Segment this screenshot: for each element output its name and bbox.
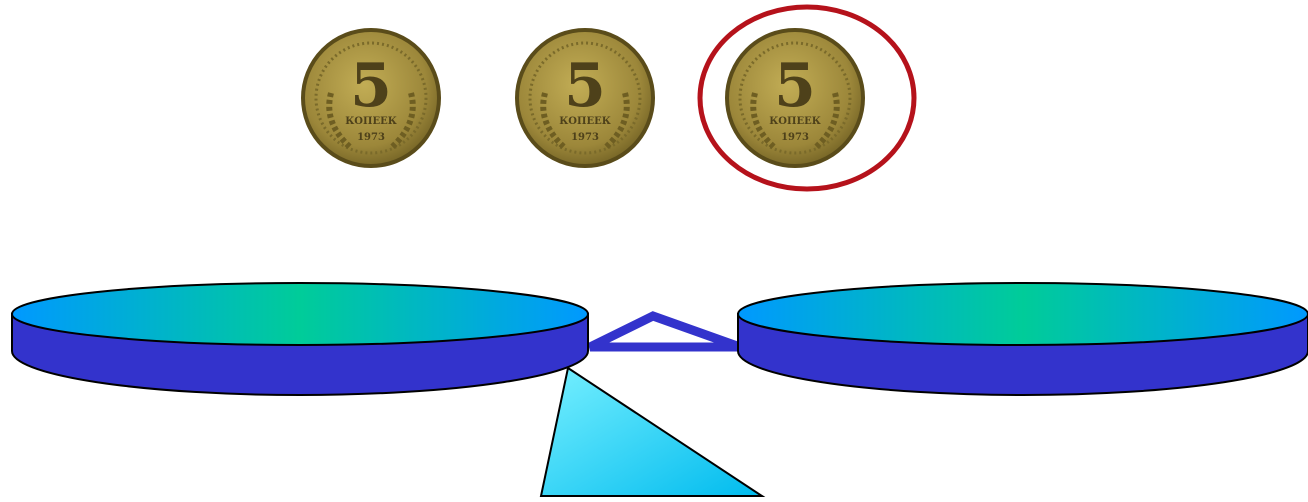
coin-denomination: 5 [774,51,816,121]
coin-denomination: 5 [350,51,392,121]
left-pan [12,283,588,395]
coin-word: КОПЕЕК [559,116,611,127]
coin[interactable]: 5 КОПЕЕК 1973 [727,30,863,166]
coin-year: 1973 [781,132,809,143]
coin-year: 1973 [357,132,385,143]
coin-denomination: 5 [564,51,606,121]
coin-word: КОПЕЕК [769,116,821,127]
right-pan [738,283,1308,395]
scale-beam [590,316,740,347]
coin[interactable]: 5 КОПЕЕК 1973 [517,30,653,166]
coin[interactable]: 5 КОПЕЕК 1973 [303,30,439,166]
scale-stand [541,368,762,496]
coin-word: КОПЕЕК [345,116,397,127]
coin-year: 1973 [571,132,599,143]
